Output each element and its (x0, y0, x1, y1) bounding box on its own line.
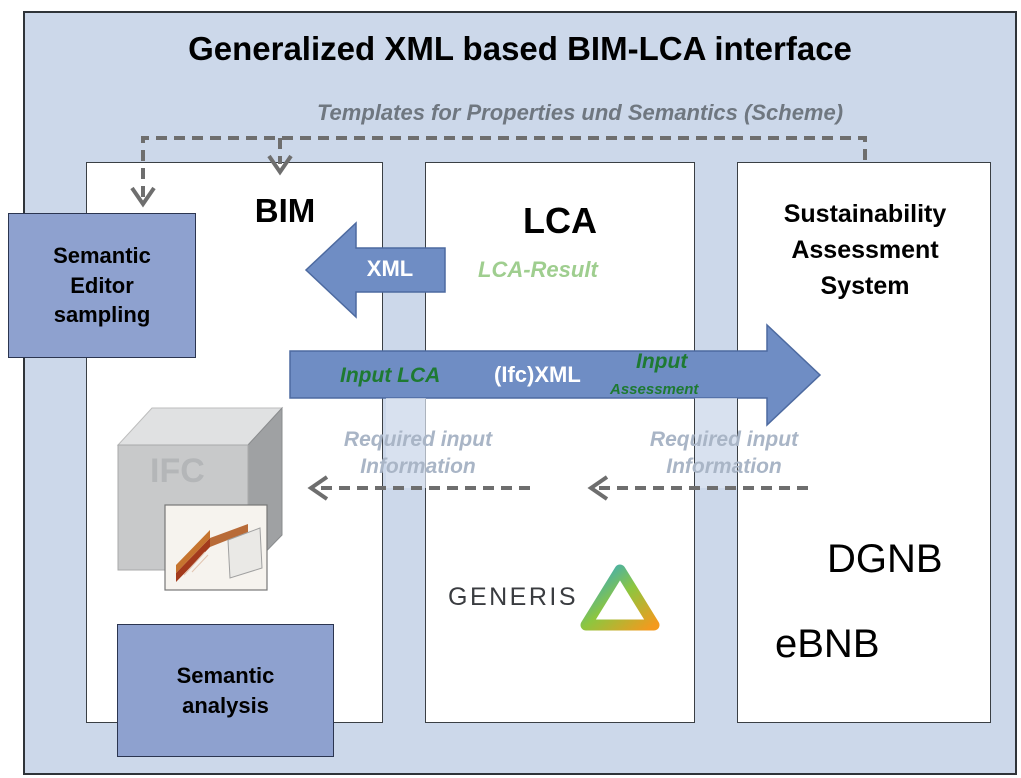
semantic-editor-line: Editor (70, 272, 134, 298)
required-input-line: Information (360, 455, 476, 479)
xml-label: XML (366, 256, 414, 281)
input-assessment-label: Input (636, 350, 688, 373)
semantic-editor-line: sampling (53, 302, 151, 328)
ebnb-label: eBNB (775, 622, 880, 666)
lca-title: LCA (523, 200, 597, 241)
required-arrowhead-left (307, 475, 329, 501)
dgnb-label: DGNB (827, 537, 943, 581)
diagram-title: Generalized XML based BIM-LCA interface (188, 30, 852, 67)
template-arrowhead-bim (267, 154, 293, 176)
sustainability-title-line-1: Sustainability (783, 200, 947, 228)
semantic-editor-line: Semantic (53, 242, 151, 268)
input-lca-label: Input LCA (340, 364, 441, 387)
required-input-line: Information (666, 455, 782, 479)
required-input-right-label: Required input Information (604, 426, 844, 481)
semantic-analysis-line: Semantic (176, 662, 275, 688)
bim-title: BIM (254, 192, 316, 229)
projection-sas (695, 398, 737, 488)
semantic-analysis-box: Semantic analysis (117, 624, 334, 757)
xml-arrow (304, 221, 446, 319)
generis-logo-text: GENERIS (448, 583, 579, 611)
semantic-editor-box: Semantic Editor sampling (8, 213, 196, 358)
required-arrowhead-right (587, 475, 609, 501)
sustainability-title-line-2: Assessment (791, 236, 939, 264)
ifc-label: IFC (150, 452, 205, 490)
building-model-icon (164, 504, 268, 591)
generis-logo-icon (580, 564, 660, 631)
required-input-line: Required input (343, 428, 493, 451)
required-input-line: Required input (649, 428, 799, 451)
template-arrowhead-editor (130, 186, 156, 208)
sustainability-title-line-3: System (820, 272, 910, 300)
sustainability-panel (737, 162, 991, 723)
ifcxml-arrow (289, 323, 822, 427)
semantic-analysis-line: analysis (182, 692, 269, 718)
ifcxml-label: (Ifc)XML (494, 362, 581, 387)
required-input-left-label: Required input Information (298, 426, 538, 481)
projection-lca (386, 398, 426, 488)
input-assessment-sublabel: Assessment (610, 381, 699, 398)
templates-subtitle: Templates for Properties und Semantics (… (316, 100, 844, 125)
template-connector (141, 136, 867, 198)
lca-result-label: LCA-Result (478, 257, 598, 282)
